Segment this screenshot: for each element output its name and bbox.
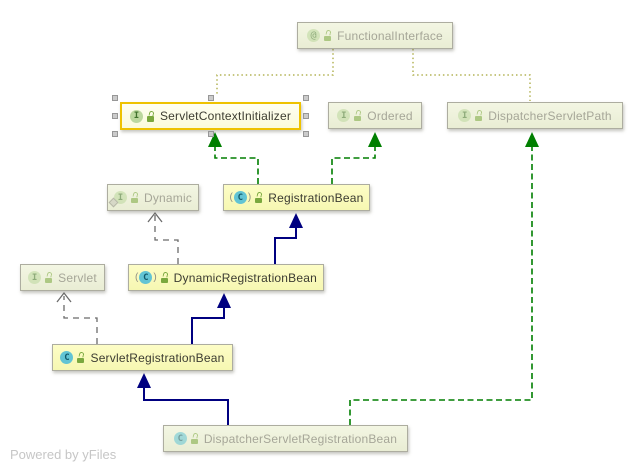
node-servlet-context-initializer[interactable]: I ServletContextInitializer [112, 95, 309, 137]
lock-icon [160, 271, 169, 283]
selection-handle[interactable] [207, 95, 214, 101]
node-servlet-registration-bean[interactable]: C ServletRegistrationBean [52, 344, 233, 371]
node-label: DynamicRegistrationBean [173, 270, 318, 285]
class-icon: C [173, 432, 187, 445]
node-dispatcher-servlet-path[interactable]: I DispatcherServletPath [447, 102, 623, 129]
edge-extends-dispatcherservletregistrationbean-servletregistrationbean[interactable] [137, 373, 229, 425]
node-dispatcher-servlet-registration-bean[interactable]: C DispatcherServletRegistrationBean [163, 425, 408, 452]
edge-implements-servletregistrationbean-servlet[interactable] [56, 291, 98, 344]
node-label: Servlet [58, 270, 97, 285]
node-label: DispatcherServletRegistrationBean [203, 431, 398, 446]
selection-handle[interactable] [112, 131, 118, 137]
lock-icon [44, 271, 53, 283]
abstract-class-icon: C [230, 191, 252, 204]
node-label: Dynamic [143, 190, 193, 205]
lock-icon [130, 191, 139, 203]
lock-icon [474, 109, 483, 121]
lock-icon [76, 351, 86, 363]
interface-icon: I [458, 109, 472, 122]
lock-icon [323, 29, 332, 41]
node-ordered[interactable]: I Ordered [328, 102, 422, 129]
yfiles-watermark: Powered by yFiles [10, 447, 117, 462]
node-label: ServletContextInitializer [159, 109, 292, 123]
selection-handle[interactable] [303, 113, 309, 119]
lock-icon [353, 109, 362, 121]
class-icon: C [60, 351, 74, 364]
selection-handle[interactable] [112, 113, 118, 119]
edge-implements-registrationbean-ordered[interactable] [331, 132, 382, 184]
edge-extends-servletregistrationbean-dynamicregistrationbean[interactable] [191, 293, 231, 344]
selection-handle[interactable] [303, 131, 309, 137]
selection-handle[interactable] [303, 95, 309, 101]
edge-annotation-functionalinterface-dispatcherservletpath[interactable] [412, 49, 531, 101]
lock-icon [190, 432, 199, 444]
interface-icon: I [337, 109, 351, 122]
selection-handle[interactable] [207, 131, 214, 137]
node-label: RegistrationBean [268, 190, 364, 205]
edge-implements-dispatcherservletregistrationbean-dispatcherservletpath[interactable] [349, 132, 539, 425]
interface-icon: I [28, 271, 42, 284]
node-dynamic[interactable]: I Dynamic [107, 184, 199, 211]
lock-icon [146, 109, 155, 122]
edge-implements-registrationbean-servletcontextinitializer[interactable] [208, 132, 259, 184]
edge-annotation-functionalinterface-servletcontextinitializer[interactable] [216, 49, 334, 96]
edge-implements-dynamicregistrationbean-dynamic[interactable] [147, 211, 179, 264]
node-functional-interface[interactable]: @ FunctionalInterface [297, 22, 453, 49]
node-label: FunctionalInterface [337, 28, 443, 43]
node-label: DispatcherServletPath [488, 108, 612, 123]
edge-extends-dynamicregistrationbean-registrationbean[interactable] [274, 213, 303, 264]
selection-handle[interactable] [112, 95, 118, 101]
node-servlet[interactable]: I Servlet [20, 264, 105, 291]
node-dynamic-registration-bean[interactable]: C DynamicRegistrationBean [128, 264, 324, 291]
interface-icon: I [129, 109, 143, 123]
lock-icon [254, 191, 263, 203]
abstract-class-icon: C [135, 271, 157, 284]
node-label: Ordered [367, 108, 413, 123]
node-label: ServletRegistrationBean [90, 350, 225, 365]
annotation-icon: @ [307, 29, 321, 42]
node-registration-bean[interactable]: C RegistrationBean [223, 184, 370, 211]
